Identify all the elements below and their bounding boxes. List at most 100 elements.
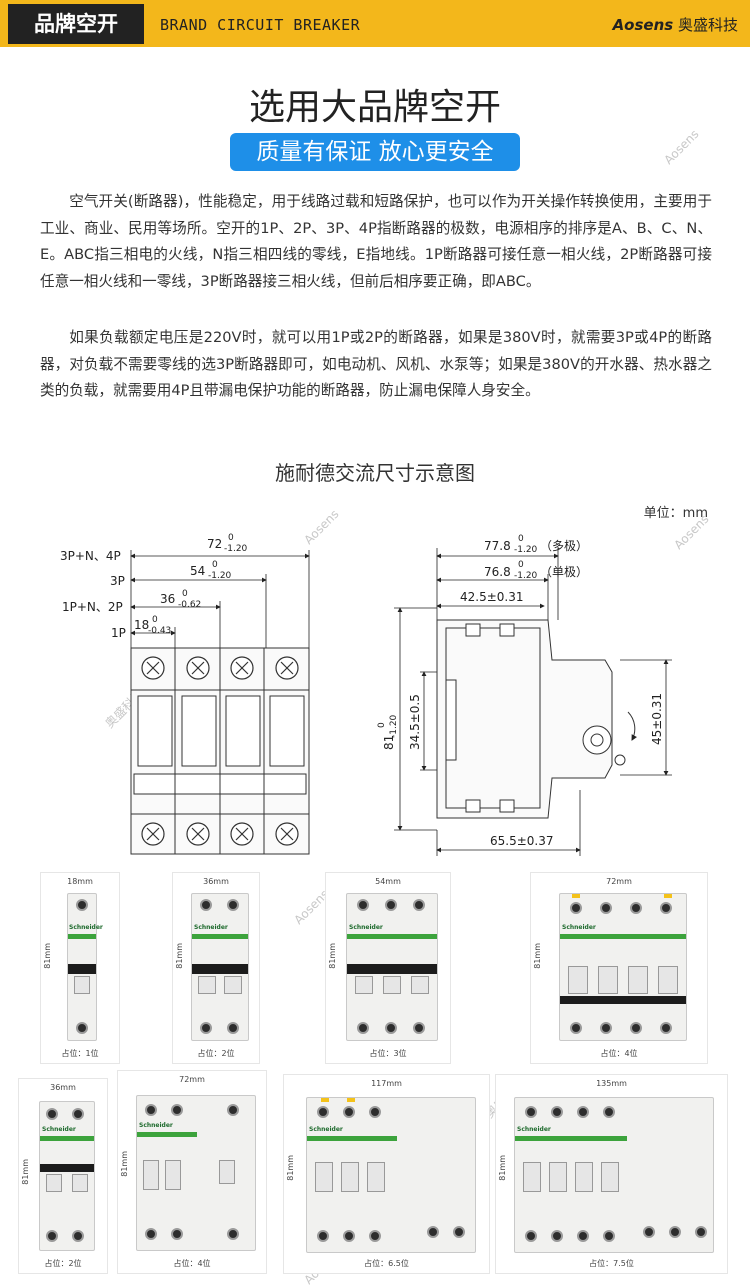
screw-icon [600,902,612,914]
brand-label: Schneider [517,1126,551,1133]
width-4p-sub: -1.20 [224,544,248,554]
row-label-1p: 1P [111,626,126,640]
screw-icon [369,1106,381,1118]
photo-occupy: 占位：6.5位 [364,1259,409,1268]
screw-icon [145,1228,157,1240]
toggle-handle [198,976,216,994]
black-band [192,964,248,974]
screw-icon [343,1230,355,1242]
photo-height: 81mm [43,943,52,969]
black-band [347,964,437,974]
breaker-body: Schneider [346,893,438,1041]
screw-icon [317,1106,329,1118]
photo-1p: 18mm 81mm Schneider 占位：1位 [40,872,120,1064]
toggle-handle [315,1162,333,1192]
depth-single-sup: 0 [518,560,524,570]
screw-icon [525,1106,537,1118]
width-3p-sup: 0 [212,560,218,570]
width-2p-sub: -0.62 [178,600,201,610]
unit-label: 单位：mm [643,506,708,521]
toggle-handle [74,976,90,994]
photo-occupy: 占位：1位 [61,1049,99,1058]
photo-height: 81mm [533,943,542,969]
toggle-handle [575,1162,593,1192]
screw-icon [600,1022,612,1034]
breaker-body: Schneider [136,1095,256,1251]
row-label-4p: 3P+N、4P [60,549,121,563]
yellow-tab [572,894,580,898]
toggle-handle [523,1162,541,1192]
screw-icon [603,1106,615,1118]
rail-dim: 42.5±0.31 [460,590,524,604]
toggle-handle [628,966,648,994]
photo-width: 117mm [371,1079,402,1088]
screw-icon [200,899,212,911]
header-subtitle: BRAND CIRCUIT BREAKER [160,16,361,34]
screw-icon [76,1022,88,1034]
toggle-handle [658,966,678,994]
photo-width: 54mm [375,877,401,886]
depth-multi-sub: -1.20 [514,545,538,555]
screw-icon [200,1022,212,1034]
screw-icon [76,899,88,911]
photo-7-5p: 135mm 81mm Schneider 占位：7.5位 [495,1074,728,1274]
screw-icon [317,1230,329,1242]
intro-paragraph-2: 如果负载额定电压是220V时，就可以用1P或2P的断路器，如果是380V时，就需… [40,329,712,399]
brand-cn: 奥盛科技 [677,16,738,34]
photo-4p: 72mm 81mm Schneider 占位：4位 [530,872,708,1064]
photo-width: 36mm [50,1083,76,1092]
row-label-3p: 3P [110,574,125,588]
screw-icon [660,902,672,914]
side-view-drawing [436,619,626,819]
photo-width: 36mm [203,877,229,886]
screw-icon [603,1230,615,1242]
width-3p-sub: -1.20 [208,571,232,581]
brand-label: Schneider [139,1122,173,1129]
screw-icon [669,1226,681,1238]
brand-label: Schneider [69,924,103,931]
black-band [40,1164,94,1172]
photo-occupy: 占位：3位 [369,1049,407,1058]
yellow-tab [321,1098,329,1102]
brand-label: Schneider [42,1126,76,1133]
depth-single-note: （单极） [540,565,588,579]
photo-width: 18mm [67,877,93,886]
screw-icon [551,1106,563,1118]
screw-icon [343,1106,355,1118]
photo-6-5p: 117mm 81mm Schneider 占位：6.5位 [283,1074,490,1274]
width-1p-sub: -0.43 [148,626,171,636]
toggle-handle [355,976,373,994]
slogan-pill: 质量有保证 放心更安全 [230,133,520,171]
yellow-tab [664,894,672,898]
green-band [40,1136,94,1141]
screw-icon [227,1104,239,1116]
screw-icon [46,1108,58,1120]
width-4p: 72 [207,537,222,551]
toggle-handle [411,976,429,994]
photo-occupy: 占位：2位 [44,1259,82,1268]
screw-icon [570,902,582,914]
brand-label: Schneider [349,924,383,931]
photo-occupy: 占位：7.5位 [589,1259,634,1268]
black-band [68,964,96,974]
green-band [137,1132,197,1137]
bottom-dim: 65.5±0.37 [490,834,554,848]
width-2p: 36 [160,592,175,606]
depth-multi-note: （多极） [540,539,588,553]
photo-width: 72mm [179,1075,205,1084]
depth-multi: 77.8 [484,539,511,553]
photo-2p-rcd: 36mm 81mm Schneider 占位：2位 [18,1078,108,1274]
photo-3p: 54mm 81mm Schneider 占位：3位 [325,872,451,1064]
screw-icon [427,1226,439,1238]
green-band [192,934,248,939]
brand-label: Schneider [194,924,228,931]
screw-icon [551,1230,563,1242]
screw-icon [72,1108,84,1120]
intro-paragraph-1: 空气开关(断路器)，性能稳定，用于线路过载和短路保护，也可以作为开关操作转换使用… [40,193,712,290]
brand-label: Schneider [309,1126,343,1133]
screw-icon [171,1228,183,1240]
photo-width: 72mm [606,877,632,886]
dimension-diagram: 3P+N、4P 3P 1P+N、2P 1P 72 0 -1.20 54 0 -1… [60,533,672,856]
screw-icon [227,1228,239,1240]
screw-icon [413,1022,425,1034]
